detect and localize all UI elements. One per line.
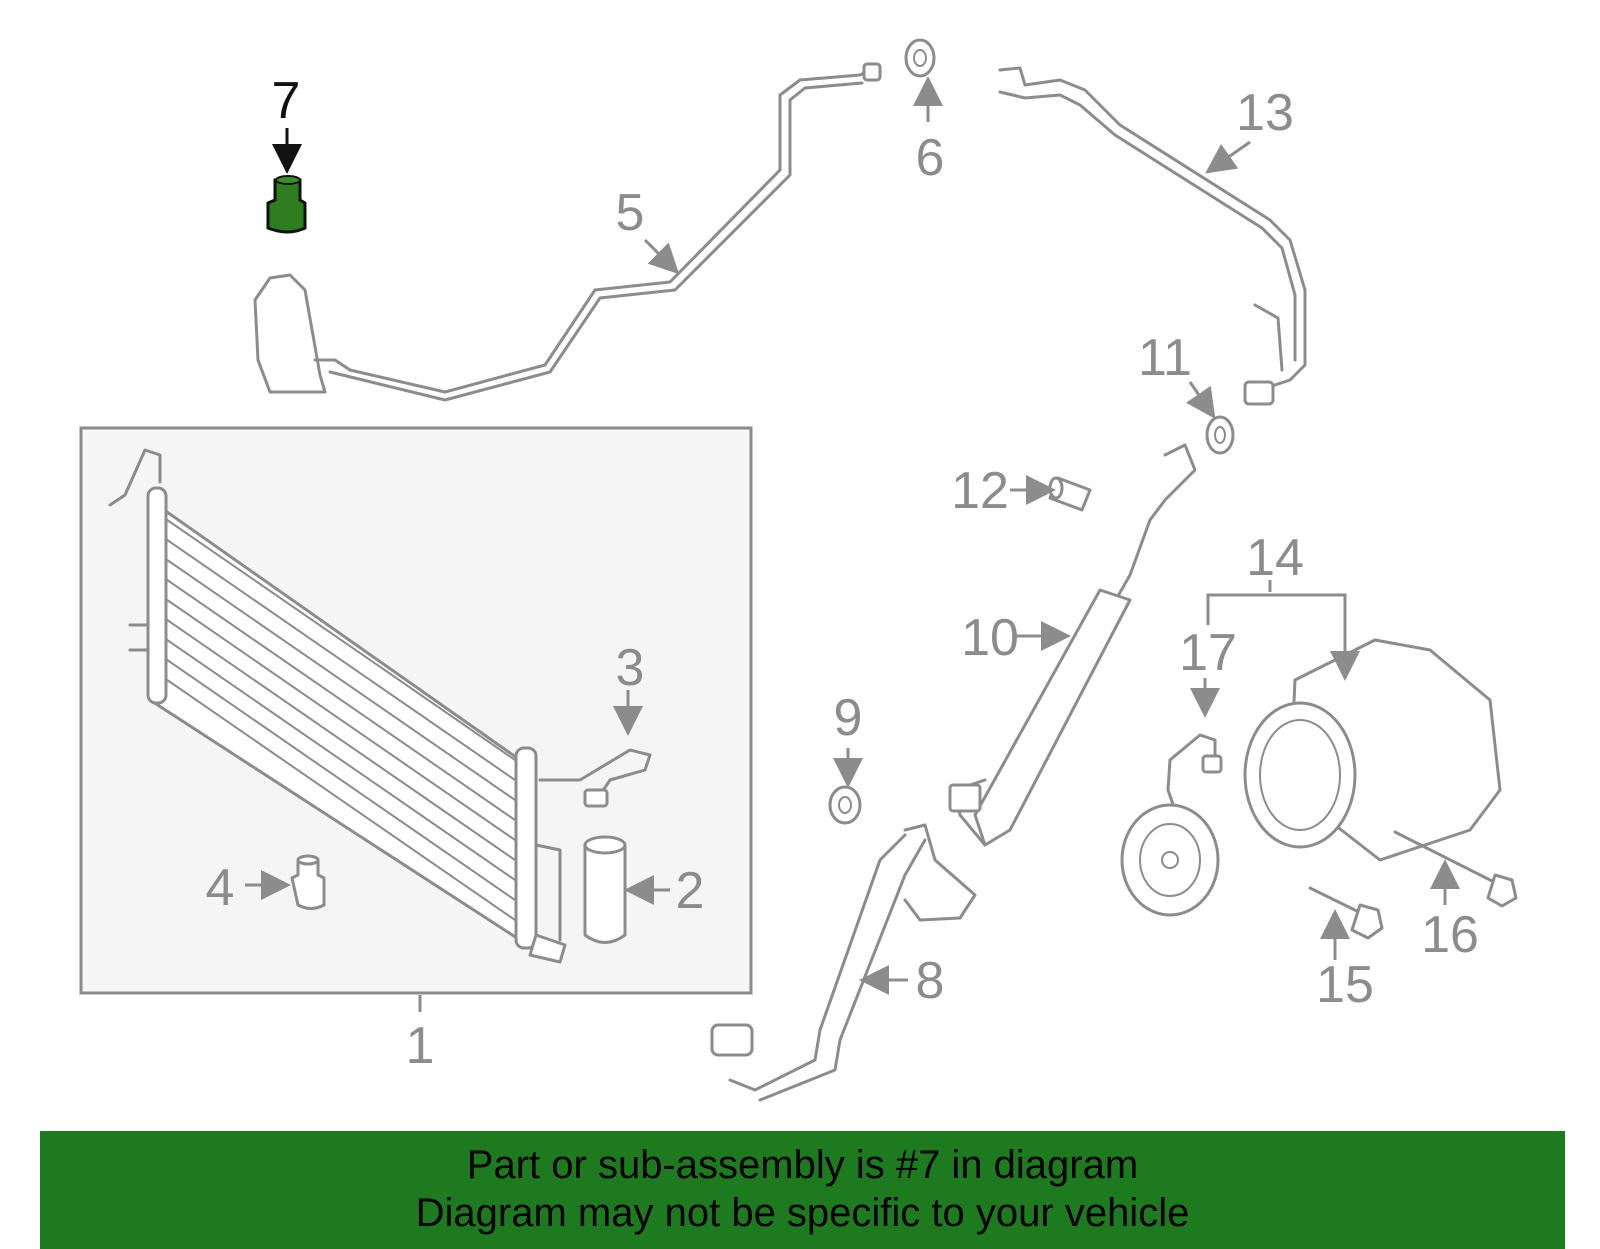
- part-10-line: [948, 443, 1197, 847]
- part-9-oring: [828, 785, 862, 825]
- callout-13: 13: [1236, 84, 1294, 142]
- condenser-core: [108, 448, 567, 964]
- part-5-line: [253, 62, 882, 402]
- part-13-line: [998, 66, 1307, 406]
- callout-4: 4: [206, 859, 235, 917]
- callout-numbers: 7 5 6 13 11 12 10 9 3 2 4 1 8 14 17 15 1…: [206, 72, 1479, 1075]
- callout-7: 7: [272, 72, 301, 130]
- callout-10: 10: [961, 609, 1019, 667]
- callout-15: 15: [1316, 956, 1374, 1014]
- part-3-harness: [538, 748, 652, 808]
- part-15-bolt: [1308, 886, 1384, 940]
- callout-16: 16: [1421, 906, 1479, 964]
- part-8-line: [710, 823, 977, 1102]
- callout-14: 14: [1246, 529, 1304, 587]
- part-7-pressure-switch: [266, 175, 307, 234]
- info-banner: Part or sub-assembly is #7 in diagram Di…: [40, 1131, 1565, 1249]
- condenser-assembly-panel: [79, 426, 753, 995]
- callout-2: 2: [676, 862, 705, 920]
- part-6-oring: [904, 38, 936, 78]
- part-17-clutch: [1120, 733, 1223, 917]
- part-11-oring: [1205, 415, 1235, 455]
- callout-3: 3: [616, 639, 645, 697]
- part-12-valve: [1048, 476, 1092, 512]
- banner-line-2: Diagram may not be specific to your vehi…: [415, 1191, 1190, 1235]
- callout-1: 1: [406, 1017, 435, 1075]
- part-4-plug: [290, 854, 326, 910]
- callout-8: 8: [916, 952, 945, 1010]
- banner-line-1: Part or sub-assembly is #7 in diagram: [466, 1143, 1139, 1187]
- callout-11: 11: [1138, 329, 1192, 387]
- callout-12: 12: [951, 462, 1009, 520]
- callout-17: 17: [1179, 624, 1237, 682]
- callout-5: 5: [616, 184, 645, 242]
- leader-lines: [245, 76, 1460, 1012]
- part-14-compressor: [1243, 638, 1502, 862]
- callout-6: 6: [916, 129, 945, 187]
- part-16-bolt: [1393, 830, 1518, 908]
- callout-9: 9: [834, 689, 863, 747]
- part-2-receiver-drier: [583, 835, 627, 944]
